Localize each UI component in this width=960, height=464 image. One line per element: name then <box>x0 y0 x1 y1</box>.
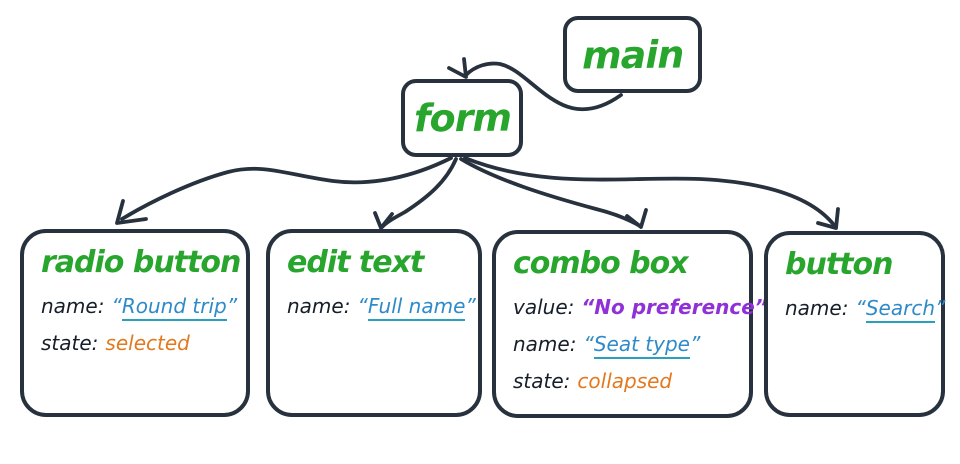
prop-value-state: selected <box>105 330 190 355</box>
prop-value-text: No preference <box>594 294 755 319</box>
open-quote: “ <box>855 295 866 320</box>
prop-combo-box-state: state:collapsed <box>513 368 734 394</box>
open-quote: “ <box>581 294 595 319</box>
close-quote: ” <box>689 331 701 356</box>
node-button: button name:“Search” <box>764 231 945 417</box>
node-main: main <box>563 16 702 93</box>
edge-form-to-edit-text <box>380 157 458 229</box>
node-main-label: main <box>581 32 684 77</box>
prop-radio-button-state: state:selected <box>41 330 231 356</box>
prop-key: value: <box>513 294 575 319</box>
prop-radio-button-name: name:“Round trip” <box>41 293 237 321</box>
prop-value-quoted: “Seat type” <box>583 331 701 359</box>
prop-edit-text-name: name:“Full name” <box>287 293 476 321</box>
node-button-title: button <box>785 247 893 282</box>
open-quote: “ <box>111 293 122 318</box>
node-combo-box: combo box value:“No preference” name:“Se… <box>492 230 768 418</box>
node-edit-text-title: edit text <box>287 245 424 280</box>
node-edit-text: edit text name:“Full name” <box>266 229 482 417</box>
prop-value-text: Round trip <box>121 293 227 321</box>
open-quote: “ <box>583 331 594 356</box>
node-form-label: form <box>413 95 511 141</box>
prop-value-quoted: “Search” <box>855 295 946 323</box>
prop-key: state: <box>41 330 99 355</box>
prop-value-text: Search <box>865 295 935 323</box>
prop-value-quoted: “No preference” <box>581 295 767 319</box>
edge-main-to-form <box>464 61 623 112</box>
prop-value-text: Seat type <box>593 331 690 359</box>
prop-combo-box-value: value:“No preference” <box>513 294 768 320</box>
edge-form-to-radio-button <box>120 156 453 221</box>
edge-form-to-button <box>463 156 836 227</box>
prop-key: name: <box>513 331 577 356</box>
arrowhead-form-to-combo-box <box>625 208 648 229</box>
prop-key: state: <box>513 368 571 393</box>
node-combo-box-title: combo box <box>513 246 689 281</box>
arrowhead-form-to-edit-text <box>373 211 394 230</box>
prop-combo-box-name: name:“Seat type” <box>513 331 734 359</box>
arrowhead-form-to-radio-button <box>115 199 148 225</box>
node-radio-button: radio button name:“Round trip” state:sel… <box>20 229 250 417</box>
prop-value-text: Full name <box>367 293 466 321</box>
prop-key: name: <box>41 293 105 318</box>
arrowhead-main-to-form <box>447 57 468 79</box>
edge-form-to-combo-box <box>459 157 642 228</box>
close-quote: ” <box>465 293 476 318</box>
prop-value-quoted: “Full name” <box>357 293 476 321</box>
prop-value-quoted: “Round trip” <box>111 293 238 321</box>
open-quote: “ <box>357 293 368 318</box>
prop-key: name: <box>785 295 849 320</box>
node-radio-button-title: radio button <box>41 245 241 280</box>
prop-key: name: <box>287 293 351 318</box>
close-quote: ” <box>226 293 238 318</box>
prop-button-name: name:“Search” <box>785 295 945 323</box>
node-form: form <box>401 79 523 157</box>
prop-value-state: collapsed <box>577 368 673 393</box>
arrowhead-form-to-button <box>816 207 840 230</box>
close-quote: ” <box>935 295 946 320</box>
